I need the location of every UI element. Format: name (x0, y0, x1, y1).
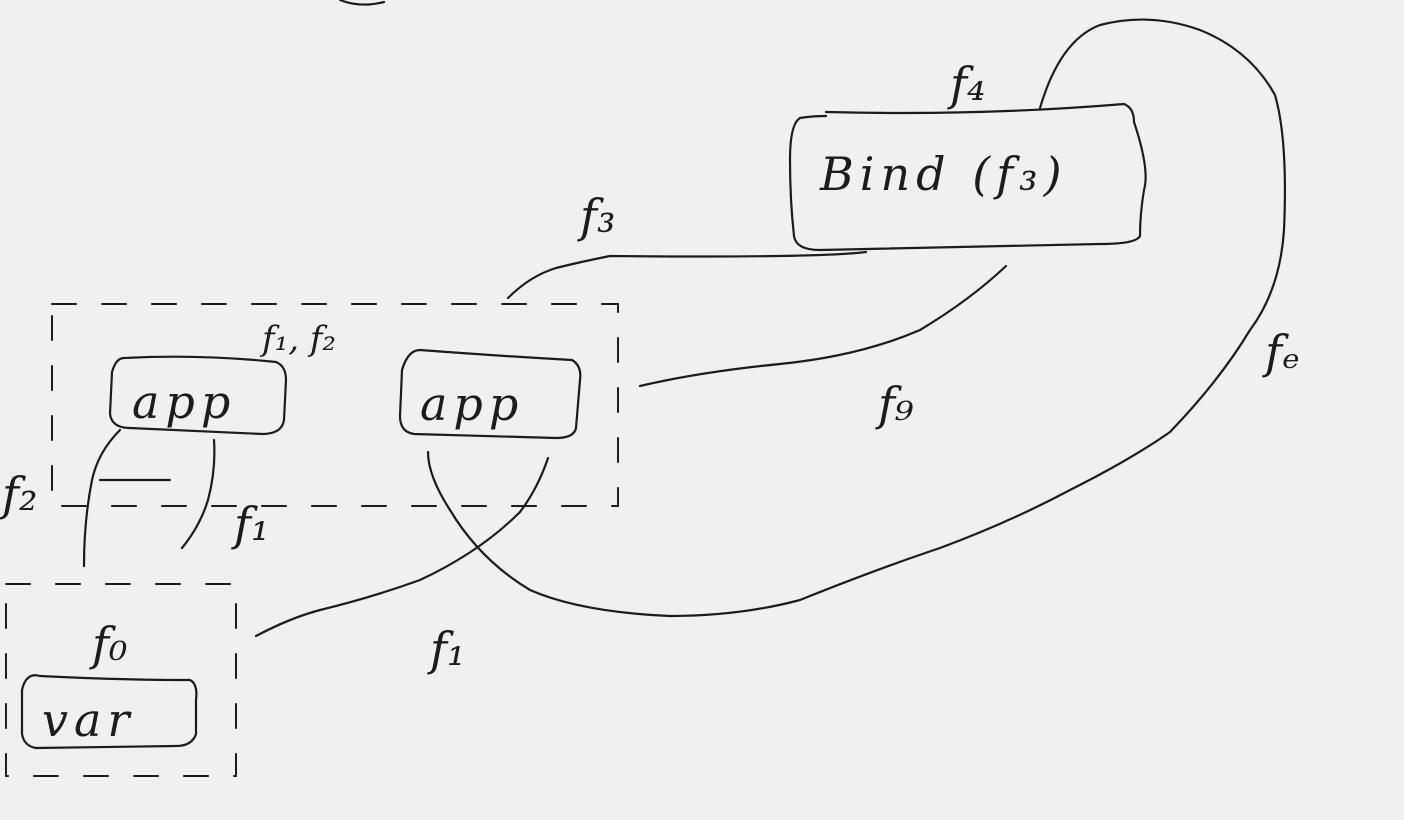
edge-label-f1-inner: f₁ (231, 497, 269, 551)
bind-box (788, 102, 1147, 252)
var-box (20, 674, 198, 750)
edge-label-fe: fₑ (1262, 325, 1300, 379)
var-node[interactable]: var (20, 674, 198, 750)
app-group-frame (51, 303, 619, 507)
app-left-box (108, 355, 288, 436)
edge-label-f9: f₉ (875, 377, 914, 431)
app-left-label: app (132, 375, 236, 429)
app-node-left[interactable]: app (108, 355, 288, 436)
edge-label-f0: f₀ (89, 617, 127, 671)
app-right-label: app (420, 377, 524, 431)
edge-left-app-to-var-a (82, 428, 122, 568)
edge-label-f1-f2: f₁, f₂ (259, 319, 336, 359)
var-label: var (42, 693, 135, 747)
top-fragment (338, 0, 386, 6)
app-node-right[interactable]: app (398, 348, 582, 440)
edge-f9 (638, 264, 1008, 388)
edge-label-f2: f₂ (0, 467, 37, 521)
edge-left-app-to-var-b (180, 438, 216, 550)
app-right-box (398, 348, 582, 440)
edge-label-f4: f₄ (947, 57, 985, 111)
edge-label-f1-lower: f₁ (427, 622, 465, 676)
edge-fe (426, 18, 1287, 618)
bind-node[interactable]: Bind (f₃) (788, 102, 1147, 252)
bind-label: Bind (f₃) (819, 147, 1068, 201)
edge-label-f3: f₃ (577, 189, 615, 243)
var-group-frame (5, 583, 237, 777)
edge-f3 (506, 250, 868, 300)
edge-f1-lower (254, 456, 550, 638)
